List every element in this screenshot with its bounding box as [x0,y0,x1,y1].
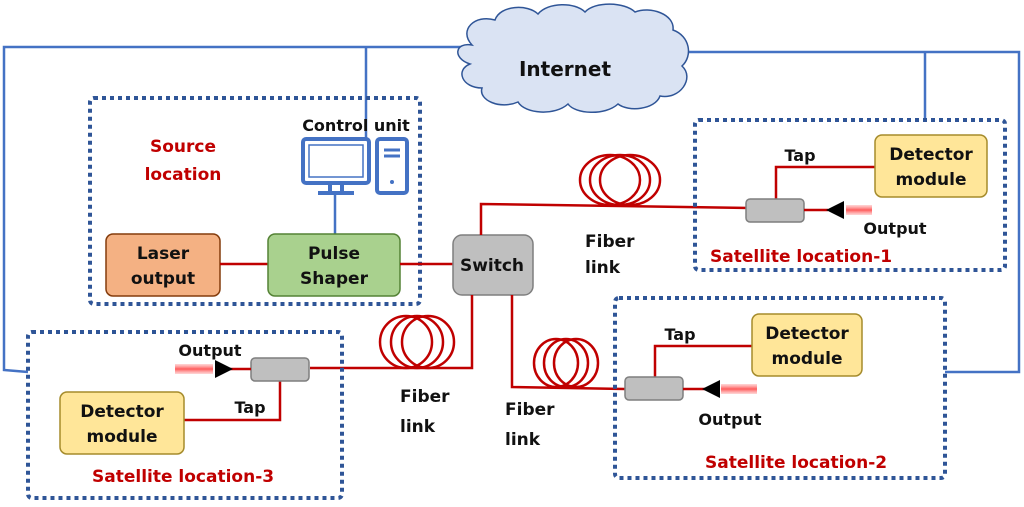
satellite-1-tap-line [774,165,875,200]
switch-label: Switch [460,256,524,276]
fiber-link-3-label-line1: Fiber [400,387,450,407]
cloud-icon [457,3,690,113]
satellite-1-detector-line1: Detector [889,145,973,165]
source-location: Source location Control unit Laser outpu… [88,96,454,306]
satellite-3-tap-label: Tap [234,398,265,417]
fiber-link-2-label-line2: link [505,430,541,450]
satellite-3-beam [175,364,213,374]
pulse-shaper-label-line1: Pulse [308,244,360,264]
satellite-3-output-label: Output [178,341,241,360]
satellite-3-detector-line1: Detector [80,402,164,422]
laser-output-box: Laser output [105,233,221,297]
satellite-1-tap-label: Tap [784,146,815,165]
fiber-link-3: Fiber link [310,295,474,437]
satellite-2-name: Satellite location-2 [705,453,887,473]
satellite-1-beam [846,205,872,215]
network-line-satellite-2 [685,50,1021,374]
satellite-2-tap-line [653,344,752,377]
laser-label-line1: Laser [137,244,190,264]
internet-network-lines [2,45,1021,374]
satellite-3-detector-line2: module [86,427,157,447]
satellite-2-detector-line2: module [771,349,842,369]
satellite-1-detector-box: Detector module [874,134,988,198]
internet-label: Internet [519,57,611,81]
satellite-2-beam [721,384,757,394]
fiber-link-3-label-line2: link [400,417,436,437]
pulse-shaper-label-line2: Shaper [300,269,369,289]
satellite-location-1: Tap Detector module Output Satellite loc… [693,118,1007,272]
satellite-3-tap-line [184,380,282,422]
pulse-shaper-box: Pulse Shaper [267,233,401,297]
switch-box: Switch [452,234,534,296]
fiber-line-2 [510,295,626,391]
satellite-2-tap-label: Tap [664,325,695,344]
monitor-icon [301,137,371,195]
satellite-1-coupler [745,198,805,223]
satellite-3-coupler [250,357,310,382]
control-unit-label: Control unit [302,116,410,135]
fiber-coil-icon [532,337,600,389]
satellite-3-name: Satellite location-3 [92,467,274,487]
satellite-1-border [693,118,1007,272]
source-location-label-line2: location [145,165,222,185]
laser-label-line2: output [131,269,195,289]
fiber-link-2: Fiber link [505,295,626,450]
satellite-1-detector-line2: module [895,170,966,190]
satellite-1-arrow-icon [826,201,844,219]
satellite-2-arrow-icon [702,380,720,398]
satellite-2-detector-line1: Detector [765,324,849,344]
satellite-3-border [26,330,344,500]
fiber-link-1-label-line1: Fiber [585,232,635,252]
satellite-2-border [613,296,947,480]
satellite-1-output-label: Output [863,219,926,238]
satellite-location-2: Tap Detector module Output Satellite loc… [613,296,947,480]
tower-pc-icon [375,137,409,195]
fiber-coil-icon [578,153,662,207]
source-location-label-line1: Source [150,137,216,157]
fiber-coil-icon [378,314,456,370]
satellite-3-detector-box: Detector module [59,391,185,455]
fiber-link-1-label-line2: link [585,258,621,278]
fiber-line-1 [479,202,751,235]
internet-cloud: Internet [457,3,690,113]
satellite-2-output-label: Output [698,410,761,429]
fiber-link-1: Fiber link [479,153,751,278]
source-location-border [88,96,422,306]
satellite-2-coupler [624,376,684,401]
fiber-line-3 [310,295,474,370]
satellite-location-3: Tap Detector module Output Satellite loc… [26,330,344,500]
fiber-link-2-label-line1: Fiber [505,400,555,420]
network-line-satellite-3 [2,45,470,374]
satellite-2-detector-box: Detector module [751,313,863,377]
satellite-1-name: Satellite location-1 [710,247,892,267]
satellite-3-arrow-icon [215,360,233,378]
